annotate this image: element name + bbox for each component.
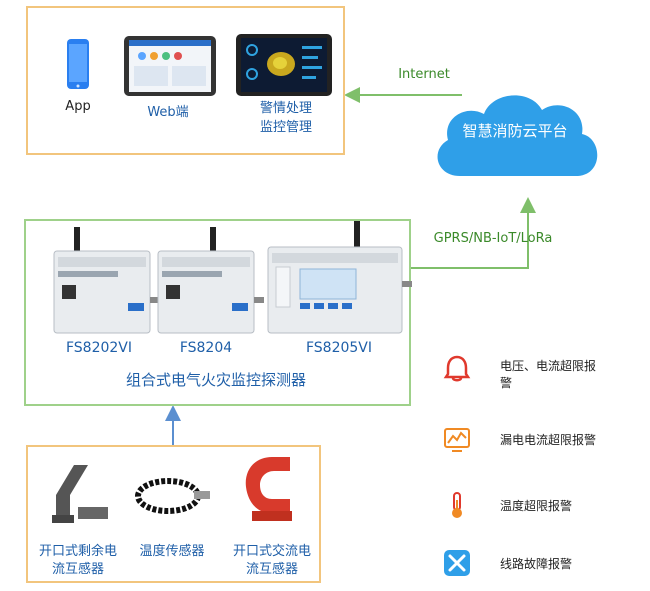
legend-text-1-line1: 电压、电流超限报 [500,359,597,373]
line-fault-tools-icon [444,550,470,576]
detector-device-2 [157,227,264,334]
legend-text-4: 线路故障报警 [500,557,573,571]
detector-model-3: FS8205VI [305,340,373,356]
phone-icon [67,39,89,89]
detector-group-label: 组合式电气火灾监控探测器 [125,371,306,389]
app-label: App [65,99,91,114]
detector-model-2: FS8204 [179,340,233,356]
temperature-sensor-label: 温度传感器 [139,544,205,559]
cloud-platform-icon [437,95,598,176]
residual-sensor-label-line1: 开口式剩余电 [38,544,117,559]
residual-current-transformer-icon [52,465,108,523]
legend-text-1-line2: 警 [500,376,513,390]
terminal-group-box: App Web端 警情处理 监控管理 [26,6,345,155]
ac-current-transformer-icon [245,457,292,521]
alarm-label-line2: 监控管理 [259,120,312,135]
ac-sensor-label-line1: 开口式交流电 [232,544,311,559]
alarm-bell-icon [443,355,471,382]
leakage-chart-icon [444,428,470,452]
alarm-monitor-tablet-icon [236,34,332,96]
ac-sensor-label-line2: 流互感器 [245,562,298,577]
detector-group-box: FS8202VI FS8204 FS8205VI 组合式电气火灾监控探测器 [24,219,412,406]
detector-device-1 [53,227,158,334]
uplink-arrow [411,197,536,269]
temperature-sensor-icon [135,478,210,514]
sensor-group-box: 开口式剩余电 流互感器 温度传感器 开口式交流电 流互感器 [26,445,321,583]
tablet-web-icon [124,36,216,96]
uplink-label: GPRS/NB-IoT/LoRa [433,231,553,246]
alarm-label-line1: 警情处理 [259,101,312,116]
legend-text-2: 漏电电流超限报警 [500,433,597,447]
detector-model-1: FS8202VI [65,340,133,356]
legend-text-3: 温度超限报警 [500,499,573,513]
detector-device-3 [267,221,412,334]
thermometer-icon [452,492,462,518]
cloud-label: 智慧消防云平台 [462,122,568,140]
web-label: Web端 [147,105,189,120]
internet-label: Internet [398,67,450,82]
residual-sensor-label-line2: 流互感器 [51,562,104,577]
